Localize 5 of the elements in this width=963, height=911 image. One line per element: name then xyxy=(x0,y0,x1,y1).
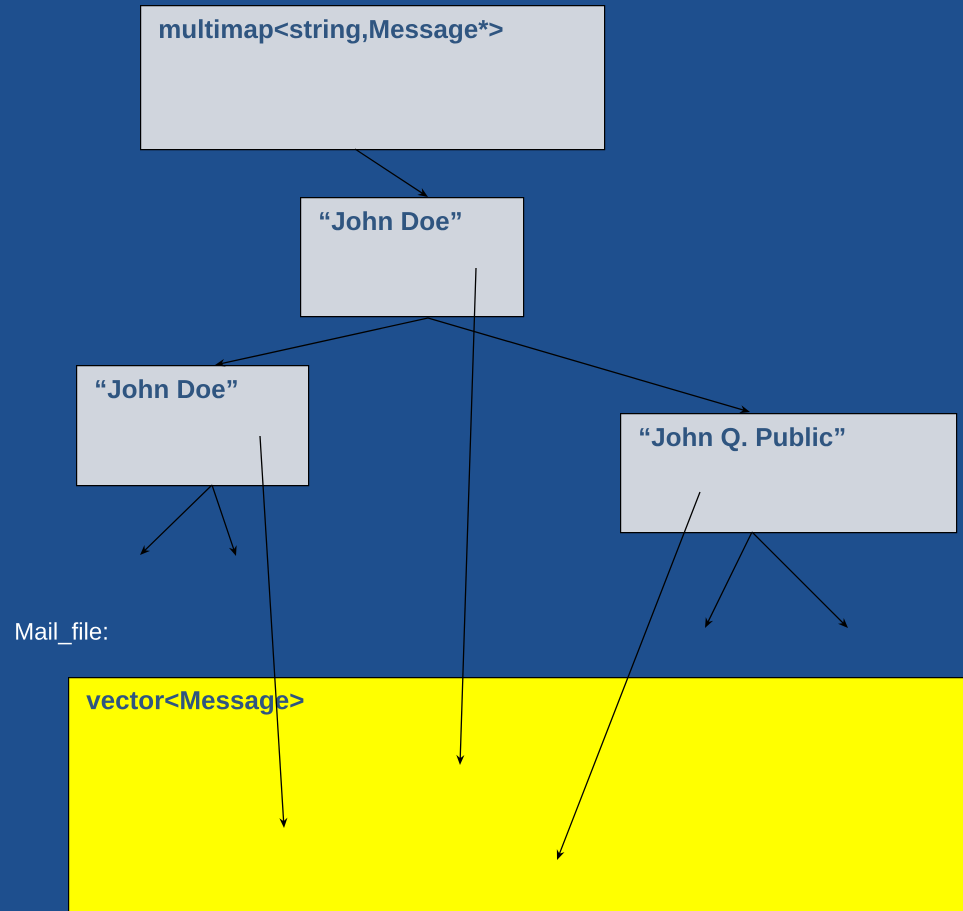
variable-label: Mail_file: xyxy=(16,622,107,644)
map-node-box: “John Doe” xyxy=(300,197,524,318)
map-node-box: multimap<string,Message*> xyxy=(140,5,606,150)
map-node-box: “John Doe” xyxy=(76,365,310,486)
map-node-box: “John Q. Public” xyxy=(620,413,958,534)
